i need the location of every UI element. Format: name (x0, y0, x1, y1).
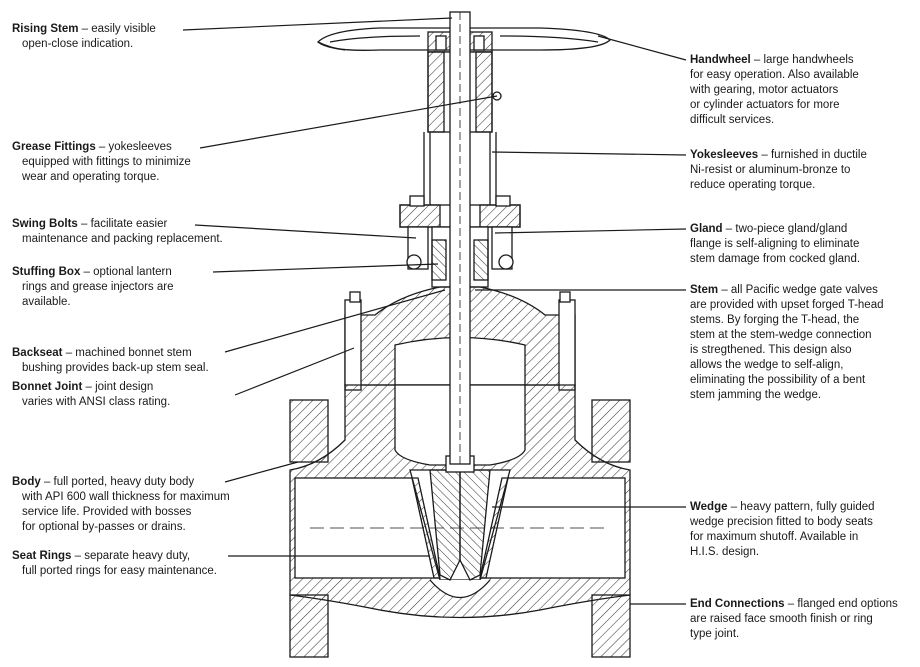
callout-text: full ported rings for easy maintenance. (22, 565, 217, 577)
callout-text: wear and operating torque. (22, 171, 160, 183)
callout-title: Seat Rings (12, 550, 72, 562)
callout-bonnet-joint: Bonnet Joint – joint design varies with … (12, 380, 170, 410)
callout-text: – heavy pattern, fully guided (727, 501, 875, 513)
callout-text: – machined bonnet stem (62, 347, 192, 359)
callout-text: open-close indication. (22, 38, 134, 50)
callout-text: allows the wedge to self-align, (690, 359, 844, 371)
leader-gland (494, 228, 687, 234)
callout-text: – two-piece gland/gland (722, 223, 848, 235)
callout-rising-stem: Rising Stem – easily visible open-close … (12, 22, 156, 52)
callout-text: difficult services. (690, 114, 775, 126)
callout-text: service life. Provided with bosses (22, 506, 192, 518)
callout-text: stem jamming the wedge. (690, 389, 822, 401)
callout-text: for easy operation. Also available (690, 69, 859, 81)
callout-text: – easily visible (78, 23, 156, 35)
callout-text: flange is self-aligning to eliminate (690, 238, 860, 250)
callout-text: wedge precision fitted to body seats (690, 516, 873, 528)
callout-title: Swing Bolts (12, 218, 78, 230)
callout-title: Gland (690, 223, 723, 235)
callout-title: Handwheel (690, 54, 751, 66)
callout-text: is stregthened. This design also (690, 344, 852, 356)
callout-text: eliminating the possibility of a bent (690, 374, 866, 386)
callout-stuffing-box: Stuffing Box – optional lantern rings an… (12, 265, 174, 310)
callout-end-connections: End Connections – flanged end options ar… (690, 597, 898, 642)
callout-body: Body – full ported, heavy duty body with… (12, 475, 230, 535)
callout-handwheel: Handwheel – large handwheels for easy op… (690, 53, 859, 128)
callout-wedge: Wedge – heavy pattern, fully guided wedg… (690, 500, 875, 560)
callout-swing-bolts: Swing Bolts – facilitate easier maintena… (12, 217, 223, 247)
callout-text: varies with ANSI class rating. (22, 396, 171, 408)
yoke-arms-shape (423, 132, 497, 205)
leader-grease-fittings (199, 95, 498, 149)
wedge-shape (429, 455, 491, 581)
callout-text: for maximum shutoff. Available in (690, 531, 859, 543)
leader-rising-stem (182, 17, 453, 31)
callout-text: equipped with fittings to minimize (22, 156, 191, 168)
callout-text: H.I.S. design. (690, 546, 760, 558)
leader-handwheel (597, 35, 687, 61)
callout-stem: Stem – all Pacific wedge gate valves are… (690, 283, 884, 403)
callout-text: – full ported, heavy duty body (40, 476, 195, 488)
callout-text: stems. By forging the T-head, the (690, 314, 860, 326)
callout-text: Ni-resist or aluminum-bronze to (690, 164, 851, 176)
callout-text: are raised face smooth finish or ring (690, 613, 873, 625)
callout-text: rings and grease injectors are (22, 281, 174, 293)
callout-title: Body (12, 476, 41, 488)
callout-text: for optional by-passes or drains. (22, 521, 186, 533)
callout-text: type joint. (690, 628, 740, 640)
callout-text: or cylinder actuators for more (690, 99, 840, 111)
callout-text: stem at the stem-wedge connection (690, 329, 872, 341)
leader-stuffing-box (212, 263, 439, 273)
callout-title: Grease Fittings (12, 141, 96, 153)
callout-title: Backseat (12, 347, 63, 359)
leader-yokesleeves (491, 151, 687, 156)
callout-title: End Connections (690, 598, 785, 610)
callout-text: with API 600 wall thickness for maximum (22, 491, 230, 503)
callout-text: are provided with upset forged T-head (690, 299, 884, 311)
callout-text: – furnished in ductile (758, 149, 867, 161)
callout-text: – large handwheels (750, 54, 854, 66)
leader-lines (182, 17, 687, 605)
leader-body (224, 461, 299, 483)
callout-text: available. (22, 296, 71, 308)
callout-gland: Gland – two-piece gland/gland flange is … (690, 222, 860, 267)
leader-swing-bolts (194, 224, 417, 239)
callout-seat-rings: Seat Rings – separate heavy duty, full p… (12, 549, 217, 579)
callout-text: – facilitate easier (77, 218, 168, 230)
callout-text: – flanged end options (784, 598, 898, 610)
callout-title: Yokesleeves (690, 149, 759, 161)
stem-shape (449, 11, 471, 465)
callout-title: Wedge (690, 501, 728, 513)
callout-yokesleeves: Yokesleeves – furnished in ductile Ni-re… (690, 148, 867, 193)
callout-title: Stem (690, 284, 719, 296)
callout-text: maintenance and packing replacement. (22, 233, 223, 245)
callout-text: – all Pacific wedge gate valves (718, 284, 878, 296)
leader-backseat (224, 289, 446, 353)
callout-text: – optional lantern (80, 266, 172, 278)
callout-backseat: Backseat – machined bonnet stem bushing … (12, 346, 209, 376)
callout-text: stem damage from cocked gland. (690, 253, 861, 265)
callout-text: – yokesleeves (95, 141, 172, 153)
callout-grease-fittings: Grease Fittings – yokesleeves equipped w… (12, 140, 191, 185)
callout-title: Rising Stem (12, 23, 79, 35)
callout-title: Stuffing Box (12, 266, 81, 278)
callout-title: Bonnet Joint (12, 381, 83, 393)
callout-text: – joint design (82, 381, 154, 393)
leader-bonnet-joint (234, 347, 355, 396)
end-flanges-shape (289, 399, 631, 658)
callout-text: with gearing, motor actuators (690, 84, 839, 96)
callout-text: reduce operating torque. (690, 179, 816, 191)
callout-text: – separate heavy duty, (71, 550, 191, 562)
callout-text: bushing provides back-up stem seal. (22, 362, 209, 374)
